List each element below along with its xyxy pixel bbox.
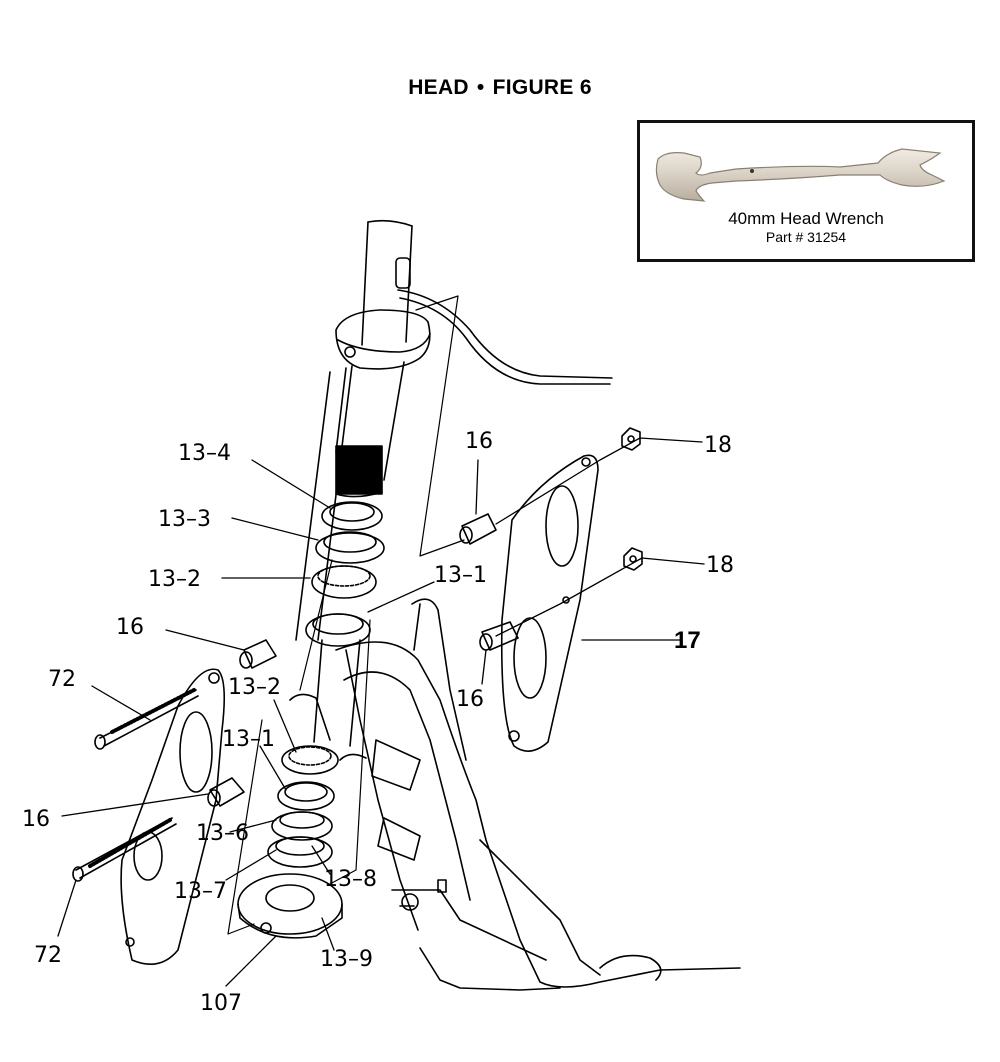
callout-16-upper: 16 (465, 429, 493, 454)
figure-title-separator: • (476, 76, 485, 99)
spacer-16-right (479, 621, 519, 651)
spacer-16-upper (459, 513, 497, 545)
figure-title: HEAD • FIGURE 6 (0, 76, 1000, 100)
callout-16-left: 16 (116, 615, 144, 640)
wrench-part-number: Part # 31254 (765, 229, 847, 245)
leader-lines (57, 437, 705, 987)
callout-13-2-top: 13–2 (148, 567, 201, 592)
frame-assembly (289, 598, 741, 991)
callout-13-3: 13–3 (158, 507, 211, 532)
upper-bearing-stack (305, 501, 385, 647)
callout-72-lower: 72 (34, 943, 62, 968)
callout-13-4: 13–4 (178, 441, 231, 466)
callout-13-6: 13–6 (196, 821, 249, 846)
callout-13-1-top: 13–1 (434, 563, 487, 588)
callout-72-upper: 72 (48, 667, 76, 692)
callout-16-right: 16 (456, 687, 484, 712)
figure-title-left: HEAD (408, 76, 469, 99)
callout-13-2-mid: 13–2 (228, 675, 281, 700)
wrench-name: 40mm Head Wrench (728, 209, 884, 228)
wrench-inset: 40mm Head Wrench Part # 31254 (637, 120, 975, 262)
brake-cable (397, 289, 613, 385)
spacer-16-left (239, 639, 277, 669)
right-side-plate (500, 454, 599, 752)
left-side-plate (120, 668, 226, 966)
lock-nut (237, 873, 343, 939)
callout-13-8: 13–8 (324, 867, 377, 892)
spacer-16-lower (207, 777, 245, 807)
figure-title-right: FIGURE 6 (492, 76, 592, 99)
callout-13-1-mid: 13–1 (222, 727, 275, 752)
callout-18-lower: 18 (706, 553, 734, 578)
wrench-illustration (655, 148, 946, 202)
callout-17: 17 (674, 627, 701, 654)
callout-13-9: 13–9 (320, 947, 373, 972)
callout-107: 107 (200, 991, 242, 1016)
lower-bearing-stack (267, 745, 339, 868)
steering-column (335, 219, 431, 498)
callout-13-7: 13–7 (174, 879, 227, 904)
callout-18-upper: 18 (704, 433, 732, 458)
bolt-72-lower (72, 817, 177, 882)
callout-labels: 13–4 13–3 13–2 13–1 16 18 18 17 16 16 72… (22, 429, 734, 1016)
bolt-72-upper (94, 688, 199, 750)
fork-tube (295, 365, 361, 747)
wrench-shape (655, 148, 946, 202)
nut-18-upper (621, 427, 641, 451)
callout-16-lower: 16 (22, 807, 50, 832)
nut-18-lower (623, 547, 643, 571)
assembly-guides (227, 295, 465, 935)
